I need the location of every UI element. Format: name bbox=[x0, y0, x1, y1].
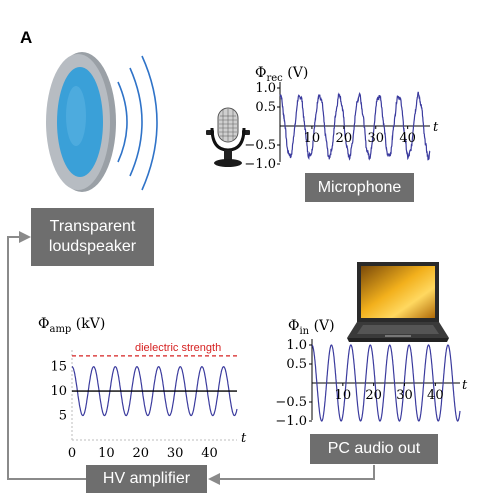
x-tick-label: 40 bbox=[399, 131, 416, 146]
x-tick-label: 30 bbox=[367, 131, 384, 146]
x-tick-label: 20 bbox=[365, 388, 382, 403]
y-tick-label: −0.5 bbox=[244, 138, 276, 153]
x-tick-label: 10 bbox=[304, 131, 321, 146]
x-tick-label: 0 bbox=[68, 446, 76, 461]
y-tick-label: 5 bbox=[59, 409, 67, 424]
loudspeaker-disk-icon bbox=[46, 52, 116, 192]
microphone-box: Microphone bbox=[305, 173, 414, 202]
y-axis-label: Φin (V) bbox=[288, 318, 335, 337]
y-tick-label: −0.5 bbox=[275, 395, 307, 410]
x-axis-label: t bbox=[241, 431, 247, 446]
arrowhead-to-amplifier bbox=[208, 473, 220, 485]
y-tick-label: 0.5 bbox=[255, 100, 276, 115]
x-axis-label: t bbox=[433, 120, 439, 135]
x-tick-label: 10 bbox=[98, 446, 115, 461]
y-tick-label: 0.5 bbox=[286, 357, 307, 372]
x-tick-label: 20 bbox=[336, 131, 353, 146]
arrowhead-to-speaker bbox=[19, 231, 31, 243]
y-tick-label: 1.0 bbox=[286, 338, 307, 353]
x-tick-label: 30 bbox=[396, 388, 413, 403]
laptop-icon bbox=[347, 262, 449, 342]
transparent-loudspeaker-box: Transparent loudspeaker bbox=[31, 208, 154, 266]
dielectric-strength-label: dielectric strength bbox=[135, 342, 221, 354]
series-line bbox=[71, 366, 238, 417]
x-axis-label: t bbox=[462, 378, 468, 393]
hv-amplifier-box: HV amplifier bbox=[86, 465, 207, 493]
series-line bbox=[279, 91, 431, 161]
pc-audio-out-box: PC audio out bbox=[310, 434, 438, 464]
y-tick-label: −1.0 bbox=[244, 157, 276, 172]
y-tick-label: 10 bbox=[50, 384, 67, 399]
y-tick-label: 15 bbox=[50, 360, 67, 375]
panel-label: A bbox=[20, 28, 33, 47]
x-tick-label: 40 bbox=[201, 446, 218, 461]
sound-wave-icon bbox=[117, 55, 158, 191]
speaker-label-line2: loudspeaker bbox=[48, 238, 137, 255]
x-tick-label: 30 bbox=[167, 446, 184, 461]
x-tick-label: 10 bbox=[335, 388, 352, 403]
y-tick-label: 1.0 bbox=[255, 81, 276, 96]
x-tick-label: 40 bbox=[427, 388, 444, 403]
y-tick-label: −1.0 bbox=[275, 414, 307, 429]
speaker-label-line1: Transparent bbox=[49, 218, 136, 235]
x-tick-label: 20 bbox=[132, 446, 149, 461]
series-line bbox=[311, 344, 461, 422]
arrow-amplifier-to-speaker bbox=[7, 236, 86, 480]
y-axis-label: Φamp (kV) bbox=[38, 316, 105, 335]
y-axis-label: Φrec (V) bbox=[255, 65, 308, 84]
arrow-pc-to-amplifier bbox=[220, 465, 375, 480]
loudspeaker-illustration bbox=[46, 52, 158, 192]
microphone-icon bbox=[206, 107, 250, 167]
